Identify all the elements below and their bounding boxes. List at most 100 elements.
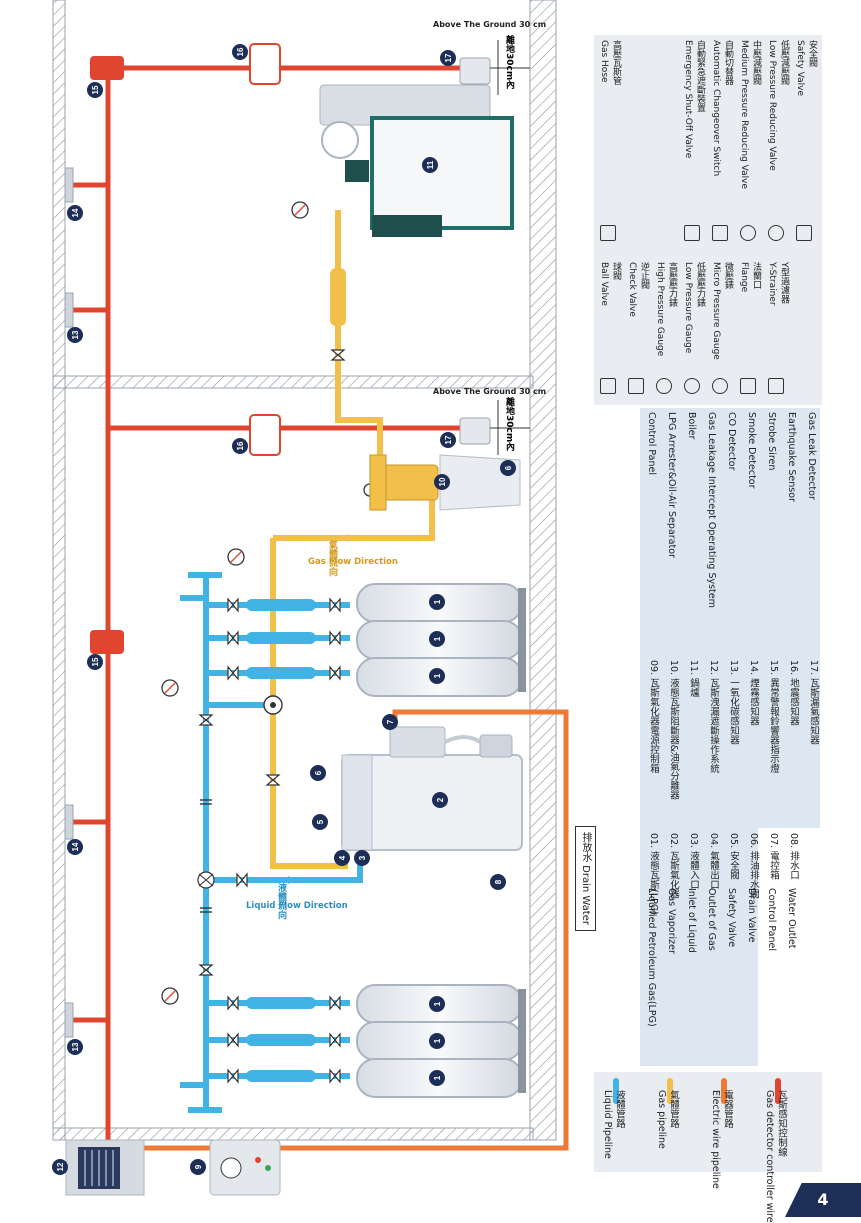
symbol-cn: Y型過濾器 — [779, 262, 789, 304]
legend-label-cn: 瓦斯感知控制線 — [776, 1090, 787, 1157]
shutoff-valve-icon — [684, 225, 700, 241]
component-en-label: Gas Vaporizer — [666, 888, 677, 954]
legend-swatch — [775, 1078, 781, 1104]
component-cn: 液態瓦斯阻斷器&油氣分離器 — [668, 678, 679, 800]
component-item: 01. 液態瓦斯(LPG) — [646, 833, 660, 1063]
component-cn: 瓦斯漏氣感知器 — [808, 678, 819, 745]
legend-swatch — [721, 1078, 727, 1104]
badge-number: 14 — [71, 842, 80, 851]
badge-number: 12 — [56, 1162, 65, 1171]
flow-arrows — [347, 534, 355, 542]
above-ground-label-mid: Above The Ground 30 cm — [433, 387, 547, 396]
liquid-arrow — [288, 876, 296, 884]
gauge-icon — [684, 378, 700, 394]
component-en-label: LPG Arrester&Oil-Air Separator — [666, 412, 677, 558]
reducing-valve-icon — [768, 225, 784, 241]
badge-number: 1 — [433, 636, 442, 641]
symbol-en: Micro Pressure Gauge — [711, 262, 721, 360]
component-num: 12. — [708, 660, 719, 679]
detector-wire — [72, 60, 460, 1140]
component-en-label: Liquified Petroleum Gas(LPG) — [646, 888, 657, 1027]
badge-number: 17 — [444, 53, 453, 62]
component-item: 03. 液體入口 — [686, 833, 700, 1063]
component-item: 08. 排水口 — [786, 833, 800, 1063]
component-item: 04. 氣體出口 — [706, 833, 720, 1063]
component-cn: 瓦斯洩漏遮斷操作系統 — [708, 678, 719, 774]
component-en-label: Drain Valve — [746, 888, 757, 943]
badge-number: 1 — [433, 673, 442, 678]
vaporizer-control-panel — [209, 1139, 281, 1196]
badge-number: 3 — [358, 855, 367, 860]
badge-number: 7 — [386, 719, 395, 724]
symbol-en: Automatic Changeover Switch — [711, 40, 721, 177]
component-num: 06. — [748, 833, 759, 852]
component-num: 05. — [728, 833, 739, 852]
pipeline-legend — [594, 1072, 822, 1172]
flange-icon — [740, 378, 756, 394]
component-en-label: Gas Leakage Intercept Operating System — [706, 412, 717, 608]
symbol-cn: 低壓壓力錶 — [695, 262, 705, 307]
symbol-en: Check Valve — [627, 262, 637, 317]
component-en-label: Inlet of Liquid — [686, 888, 697, 953]
symbol-en: Flange — [739, 262, 749, 293]
changeover-icon — [712, 225, 728, 241]
flange — [200, 799, 212, 913]
component-en-label: Strobe Siren — [766, 412, 777, 471]
component-item: 17. 瓦斯漏氣感知器 — [806, 660, 820, 745]
component-cn: 液體入口 — [688, 851, 699, 890]
component-item: 02. 瓦斯氣化器 — [666, 833, 680, 1063]
component-cn: 地震感知器 — [788, 678, 799, 726]
components-box-b — [640, 408, 820, 828]
symbol-cn: 自動切替器 — [723, 40, 733, 85]
component-num: 15. — [768, 660, 779, 679]
legend-label-en: Liquid Pipeline — [602, 1090, 613, 1159]
legend-label-en: Gas pipeline — [656, 1090, 667, 1149]
component-cn: 瓦斯氣化器電源控制箱 — [648, 678, 659, 774]
symbol-cn: 低壓減壓閥 — [779, 40, 789, 85]
component-item: 14. 煙霧感知器 — [746, 660, 760, 726]
component-en-label: Smoke Detector — [746, 412, 757, 489]
component-item: 16. 地震感知器 — [786, 660, 800, 726]
component-cn: 煙霧感知器 — [748, 678, 759, 726]
symbol-en: High Pressure Gauge — [655, 262, 665, 357]
component-cn: 安全閥 — [728, 851, 739, 880]
component-num: 08. — [788, 833, 799, 852]
component-cn: 電控箱 — [768, 851, 779, 880]
component-badges — [52, 44, 516, 1175]
gas-flow-cn: 氣體流向 — [327, 540, 337, 576]
component-cn: 液態瓦斯(LPG) — [648, 851, 659, 915]
symbol-cn: 微壓錶 — [723, 262, 733, 289]
component-num: 16. — [788, 660, 799, 679]
component-cn: 鍋爐 — [688, 678, 699, 698]
badge-number: 6 — [314, 770, 323, 775]
component-item: 10. 液態瓦斯阻斷器&油氣分離器 — [666, 660, 680, 800]
drain-water-label: 排放水 Drain Water — [575, 826, 596, 931]
component-item: 07. 電控箱 — [766, 833, 780, 1063]
component-num: 17. — [808, 660, 819, 679]
badge-number: 6 — [504, 465, 513, 470]
badge-number: 13 — [71, 1042, 80, 1051]
component-cn: 異常警報鈴響器指示燈 — [768, 678, 779, 774]
component-cn: 氣體出口 — [708, 851, 719, 890]
component-num: 01. — [648, 833, 659, 852]
badge-number: 1 — [433, 1075, 442, 1080]
building-walls — [52, 0, 557, 1141]
badge-number: 15 — [91, 657, 100, 666]
check-valve-icon — [628, 378, 644, 394]
liquid-flow-cn: 液體流向 — [276, 883, 286, 919]
legend-label-cn: 電器管路 — [722, 1090, 733, 1128]
symbols-box — [594, 35, 822, 405]
component-num: 11. — [688, 660, 699, 679]
symbol-en: Y-Strainer — [767, 262, 777, 306]
ball-valves — [198, 349, 346, 1084]
